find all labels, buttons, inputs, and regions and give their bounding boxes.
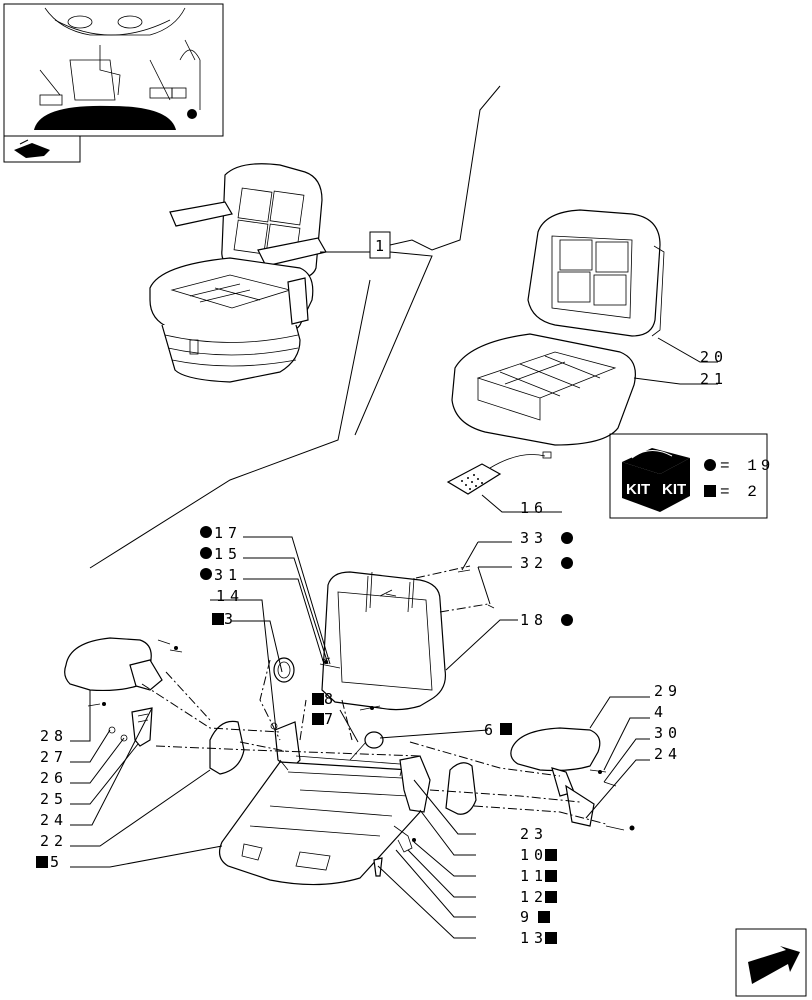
callout-30: 30 — [654, 724, 682, 742]
square-marker-icon — [312, 713, 324, 725]
circle-marker-icon — [704, 459, 716, 471]
next-page-arrow-icon[interactable] — [735, 928, 807, 997]
complete-seat-drawing — [149, 163, 327, 383]
callout-24-left: 24 — [40, 811, 68, 829]
callout-23: 23 — [520, 825, 548, 843]
circle-marker-icon — [561, 532, 573, 544]
svg-text:KIT: KIT — [626, 481, 650, 498]
callout-25: 25 — [40, 790, 68, 808]
square-marker-icon — [545, 870, 557, 882]
callout-32: 32 — [520, 554, 548, 572]
kit-legend: KIT KIT = 19 = 2 — [609, 433, 774, 519]
callout-6: 6 — [484, 721, 498, 739]
svg-text:KIT: KIT — [662, 481, 686, 498]
square-marker-icon — [36, 856, 48, 868]
leader-lines — [70, 536, 650, 939]
circle-marker-icon — [200, 526, 212, 538]
callout-15: 15 — [214, 545, 242, 563]
callout-20: 20 — [700, 348, 728, 366]
callout-28: 28 — [40, 727, 68, 745]
callout-5: 5 — [50, 853, 64, 871]
callout-1: 1 — [375, 237, 389, 255]
page-back-arrow-icon[interactable] — [14, 139, 50, 158]
callout-9: 9 — [520, 908, 534, 926]
seat-switch-drawing — [446, 451, 552, 495]
square-marker-icon — [545, 849, 557, 861]
square-marker-icon — [545, 932, 557, 944]
callout-12: 12 — [520, 888, 548, 906]
callout-18: 18 — [520, 611, 548, 629]
square-marker-icon — [312, 693, 324, 705]
circle-marker-icon — [200, 547, 212, 559]
backrest-cushion-drawing — [527, 209, 665, 337]
callout-26: 26 — [40, 769, 68, 787]
callout-22: 22 — [40, 832, 68, 850]
callout-11: 11 — [520, 867, 548, 885]
exploded-seat-drawing — [64, 569, 635, 886]
circle-marker-icon — [561, 557, 573, 569]
callout-29: 29 — [654, 682, 682, 700]
callout-33: 33 — [520, 529, 548, 547]
callout-21: 21 — [700, 370, 728, 388]
callout-16: 16 — [520, 499, 548, 517]
callout-14: 14 — [216, 587, 244, 605]
square-marker-icon — [704, 485, 716, 497]
square-marker-icon — [212, 613, 224, 625]
kit-box-icon: KIT KIT — [622, 448, 690, 512]
callout-3: 3 — [224, 610, 238, 628]
square-marker-icon — [500, 723, 512, 735]
kit-circle-count: = 19 — [720, 457, 774, 475]
circle-marker-icon — [200, 568, 212, 580]
callout-7: 7 — [324, 710, 338, 728]
callout-8: 8 — [324, 690, 338, 708]
callout-27: 27 — [40, 748, 68, 766]
assembly-lines — [141, 565, 607, 825]
square-marker-icon — [545, 891, 557, 903]
callout-4: 4 — [654, 703, 668, 721]
callout-13: 13 — [520, 929, 548, 947]
seat-cushion-drawing — [451, 333, 636, 446]
tractor-cab-thumbnail[interactable] — [3, 3, 224, 163]
square-marker-icon — [538, 911, 550, 923]
callout-24-right: 24 — [654, 745, 682, 763]
kit-square-count: = 2 — [720, 483, 761, 501]
circle-marker-icon — [561, 614, 573, 626]
callout-10: 10 — [520, 846, 548, 864]
callout-31: 31 — [214, 566, 242, 584]
callout-17: 17 — [214, 524, 242, 542]
